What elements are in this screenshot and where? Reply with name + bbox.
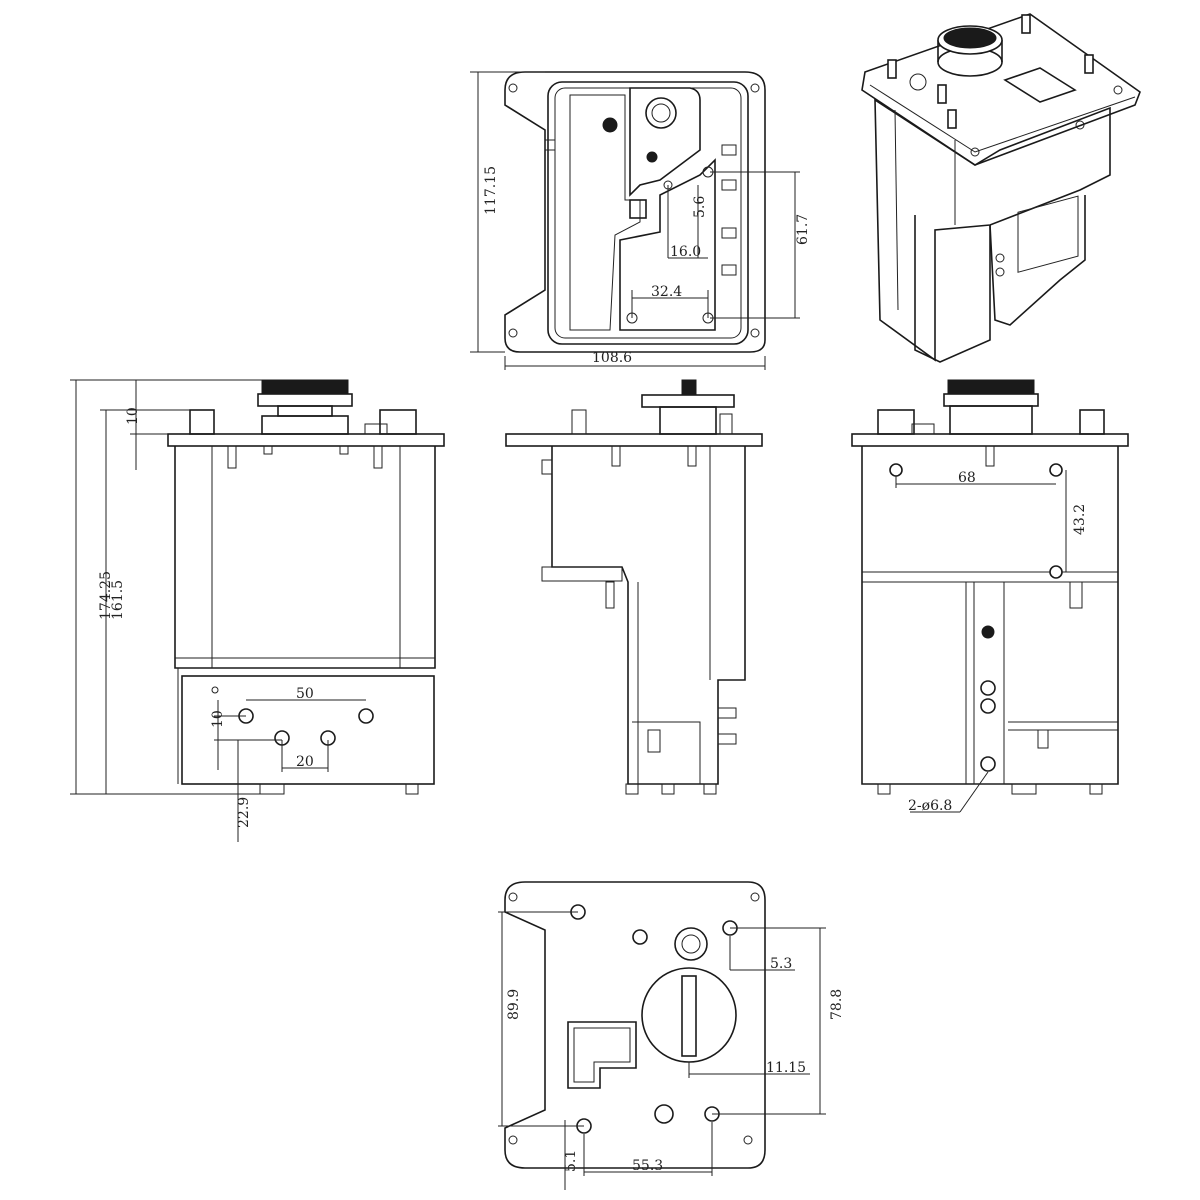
dim-bottom-51: 5.1 [563,1150,579,1172]
top-view: 117.15 108.6 61.7 5.6 16.0 32.4 [470,71,811,370]
dim-bottom-53: 5.3 [770,956,792,972]
bottom-view: 89.9 78.8 5.3 11.15 55.3 5.1 [498,881,845,1190]
dim-front-cap: 10 [125,407,141,425]
rear-view: 68 43.2 2-ø6.8 [851,379,1129,814]
dim-right-holes: 2-ø6.8 [908,798,952,814]
dim-right-68: 68 [958,470,976,486]
dim-top-height: 117.15 [483,166,499,215]
dim-bottom-78: 78.8 [829,989,845,1020]
dim-top-width: 108.6 [592,350,632,366]
dim-top-small: 5.6 [692,196,708,218]
dim-bottom-1115: 11.15 [766,1060,806,1076]
dim-front-bottom: 22.9 [236,797,252,828]
dim-top-small2: 16.0 [670,244,701,260]
side-view [505,379,763,795]
dim-bottom-553: 55.3 [632,1158,663,1174]
dim-front-body: 161.5 [110,580,126,620]
front-view: 174.25 161.5 10 50 10 20 22.9 [70,379,445,842]
dim-front-ports-v: 10 [210,710,226,728]
dim-right-43: 43.2 [1072,504,1088,535]
dim-front-ports-h: 50 [296,686,314,702]
dim-top-h1: 32.4 [651,284,682,300]
dim-bottom-89: 89.9 [506,989,522,1020]
dim-front-ports-20: 20 [296,754,314,770]
dim-top-v1: 61.7 [795,214,811,245]
isometric-view [861,13,1141,363]
